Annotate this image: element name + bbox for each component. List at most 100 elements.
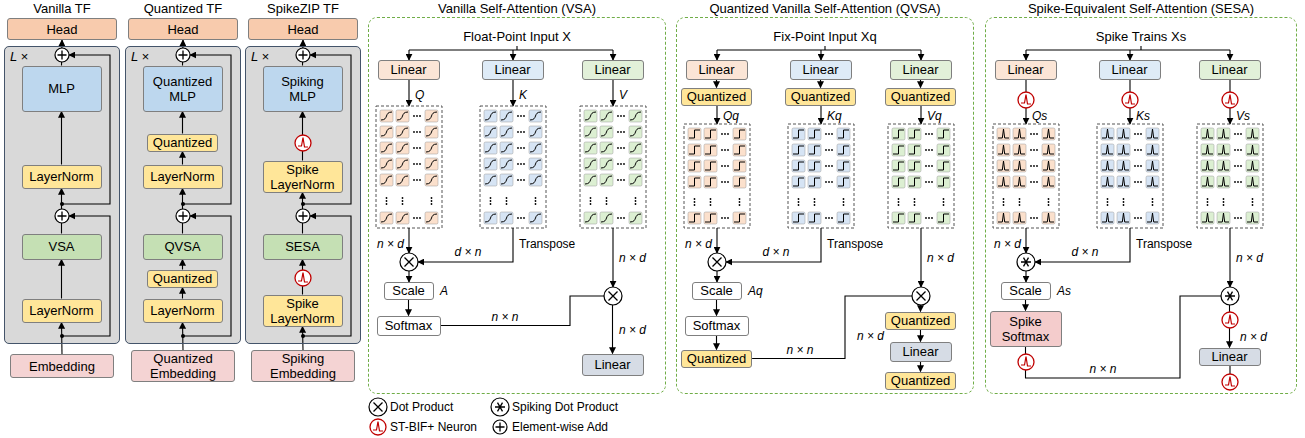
matrix-cell [1201, 176, 1214, 188]
cell-glyph [601, 160, 612, 168]
cell-glyph [793, 130, 804, 138]
cell-glyph [397, 128, 408, 136]
cell-glyph [909, 130, 920, 138]
ellipsis-dot [517, 179, 519, 181]
cell-glyph [1218, 129, 1229, 138]
matrix-cell [1201, 144, 1214, 156]
ellipsis-dot [825, 133, 827, 135]
cell-glyph [1043, 129, 1054, 138]
process-box: Scale [384, 282, 434, 300]
plus-symbol [493, 420, 507, 434]
ellipsis-dot [727, 165, 729, 167]
operator-glyph [299, 212, 308, 221]
ellipsis-dot [1240, 165, 1242, 167]
cell-glyph [601, 128, 612, 136]
ellipsis-dot [1137, 165, 1139, 167]
connector-arrow [408, 300, 409, 316]
cell-glyph [809, 178, 820, 186]
matrix-cell [1013, 128, 1026, 140]
matrix-cell [425, 212, 438, 224]
operator-glyph [179, 212, 188, 221]
plus-symbol [296, 209, 310, 223]
attention-panel: Vanilla Self-Attention (VSA)Float-Point … [368, 17, 666, 394]
node-text: Linear [902, 344, 938, 359]
cell-glyph [1218, 161, 1229, 170]
ellipsis-dot [590, 197, 592, 199]
node-text: Linear [1211, 349, 1247, 364]
cell-glyph [734, 162, 745, 170]
operator-circle [708, 253, 726, 271]
cell-glyph [793, 178, 804, 186]
cell-glyph [893, 162, 904, 170]
ellipsis-dot [620, 131, 622, 133]
cell-glyph [998, 145, 1009, 154]
cell-glyph [381, 128, 392, 136]
ast-symbol [1017, 253, 1035, 271]
matrix-cell [688, 160, 701, 172]
times-symbol [604, 287, 622, 305]
neuron-circle [1018, 92, 1034, 108]
cell-glyph [397, 112, 408, 120]
spike-glyph [1225, 95, 1235, 105]
matrix-cell [425, 174, 438, 186]
ellipsis-dot [386, 203, 388, 205]
ellipsis-dot [535, 200, 537, 202]
spike-glyph [1021, 357, 1031, 367]
ellipsis-dot [739, 198, 741, 200]
matrix-cell [733, 144, 746, 156]
matrix-cell [704, 176, 717, 188]
matrix-cell [808, 128, 821, 140]
node-text: Scale [700, 283, 733, 298]
neuron-circle [370, 419, 386, 435]
node-text: Quantized [687, 89, 746, 104]
q-arrow [408, 228, 409, 253]
matrix-cell [688, 144, 701, 156]
ellipsis-dot [617, 147, 619, 149]
cell-glyph [1102, 161, 1113, 170]
ellipsis-dot [1107, 201, 1109, 203]
matrix-cell [704, 212, 717, 224]
spike-glyph [298, 138, 308, 148]
math-label: Qq [723, 109, 739, 123]
node-text: Linear [1007, 62, 1043, 77]
math-label: Vq [927, 109, 942, 123]
process-box: Quantized [885, 312, 956, 330]
operator-circle [369, 398, 387, 416]
matrix-frame [1097, 124, 1163, 228]
matrix-cell [908, 144, 921, 156]
matrix-cell [704, 128, 717, 140]
cell-glyph [734, 178, 745, 186]
spike-glyph [1225, 315, 1235, 325]
node-text: Quantized [153, 271, 212, 286]
matrix-cell [1246, 128, 1259, 140]
matrix-cell [1146, 212, 1159, 224]
matrix-cell [1101, 212, 1114, 224]
node-text: Spike LayerNorm [269, 296, 337, 326]
cell-glyph [585, 144, 596, 152]
ellipsis-dot [1036, 133, 1038, 135]
ellipsis-dot [710, 201, 712, 203]
matrix-cell [808, 176, 821, 188]
cell-glyph [397, 160, 408, 168]
connector-arrow [716, 80, 717, 88]
cell-glyph [1218, 145, 1229, 154]
matrix-cell [1117, 160, 1130, 172]
cell-glyph [1043, 161, 1054, 170]
ellipsis-dot [1140, 217, 1142, 219]
connector-arrow [61, 260, 62, 299]
input-line [824, 46, 825, 50]
cell-glyph [838, 178, 849, 186]
matrix-cell [584, 110, 597, 122]
ellipsis-dot [617, 179, 619, 181]
matrix-cell [584, 158, 597, 170]
panel-heading: Vanilla Self-Attention (VSA) [369, 1, 665, 16]
ellipsis-dot [828, 181, 830, 183]
ellipsis-dot [898, 204, 900, 206]
cell-glyph [630, 214, 641, 222]
matrix-cell [396, 110, 409, 122]
cell-glyph [1118, 161, 1129, 170]
matrix-cell [937, 212, 950, 224]
cell-glyph [501, 160, 512, 168]
matrix-cell [1101, 128, 1114, 140]
